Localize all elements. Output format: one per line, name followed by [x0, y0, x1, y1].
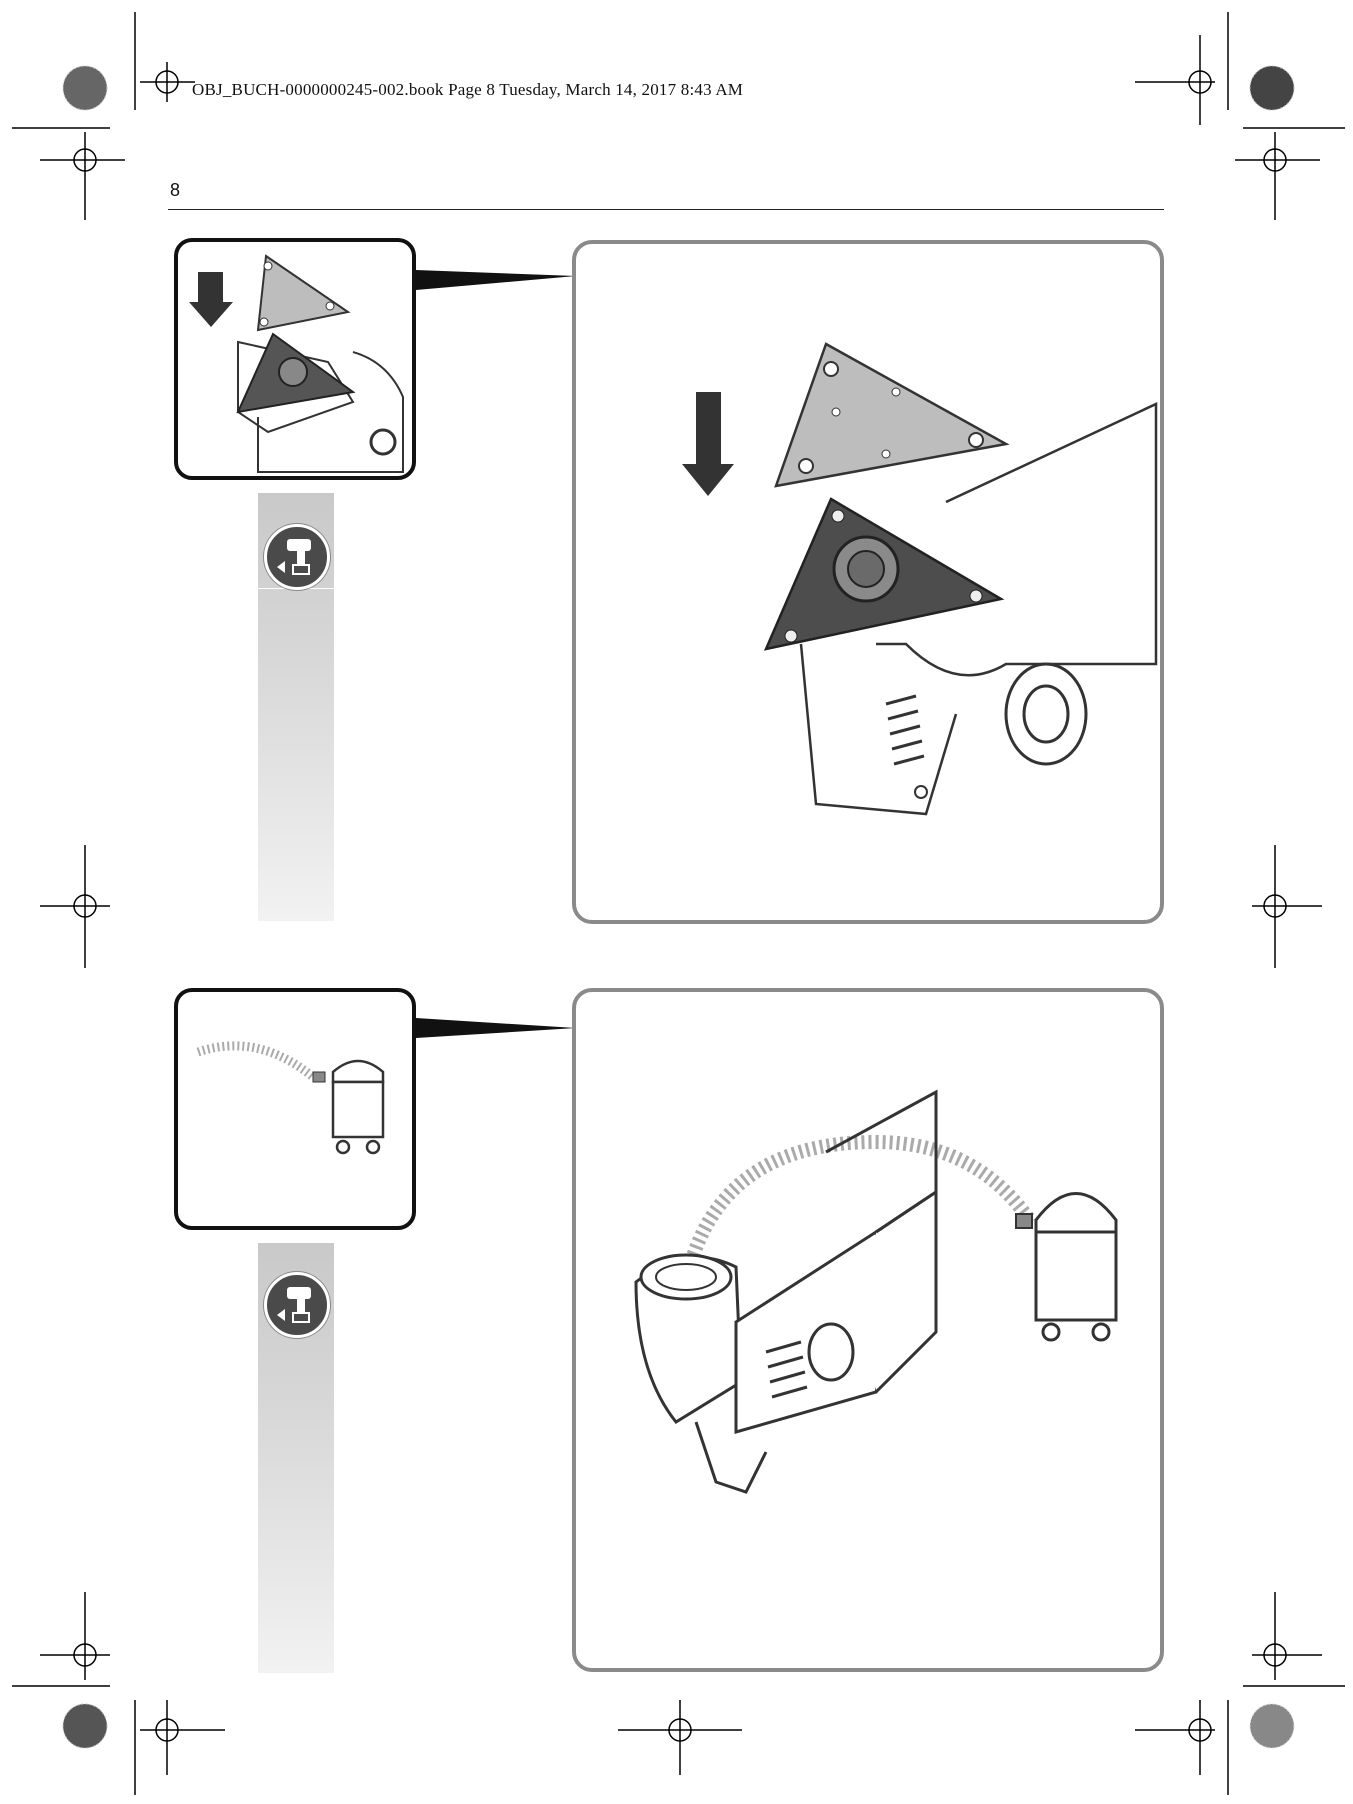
- fig2-callout-pointer: [416, 1018, 576, 1038]
- tool-battery-symbol: [277, 1287, 311, 1323]
- battery-removed-icon: [264, 1272, 330, 1338]
- battery-removed-icon: [264, 524, 330, 590]
- fig2-detail-panel: [572, 988, 1164, 1672]
- header-rule: [168, 209, 1164, 210]
- print-header-line: OBJ_BUCH-0000000245-002.book Page 8 Tues…: [192, 80, 744, 99]
- sanding-sheet-thumbnail-illustration: [189, 254, 404, 473]
- dust-extraction-illustration: [634, 1089, 1118, 1494]
- fig1-detail-panel: [572, 240, 1164, 924]
- sanding-sheet-attach-illustration: [682, 342, 1158, 816]
- fig2-thumbnail: [174, 988, 416, 1230]
- dust-extractor-thumbnail-illustration: [196, 1041, 385, 1155]
- page-number: 8: [170, 180, 181, 200]
- fig1-callout-pointer: [416, 270, 576, 290]
- fig1-thumbnail: [174, 238, 416, 480]
- tool-battery-symbol: [277, 539, 311, 575]
